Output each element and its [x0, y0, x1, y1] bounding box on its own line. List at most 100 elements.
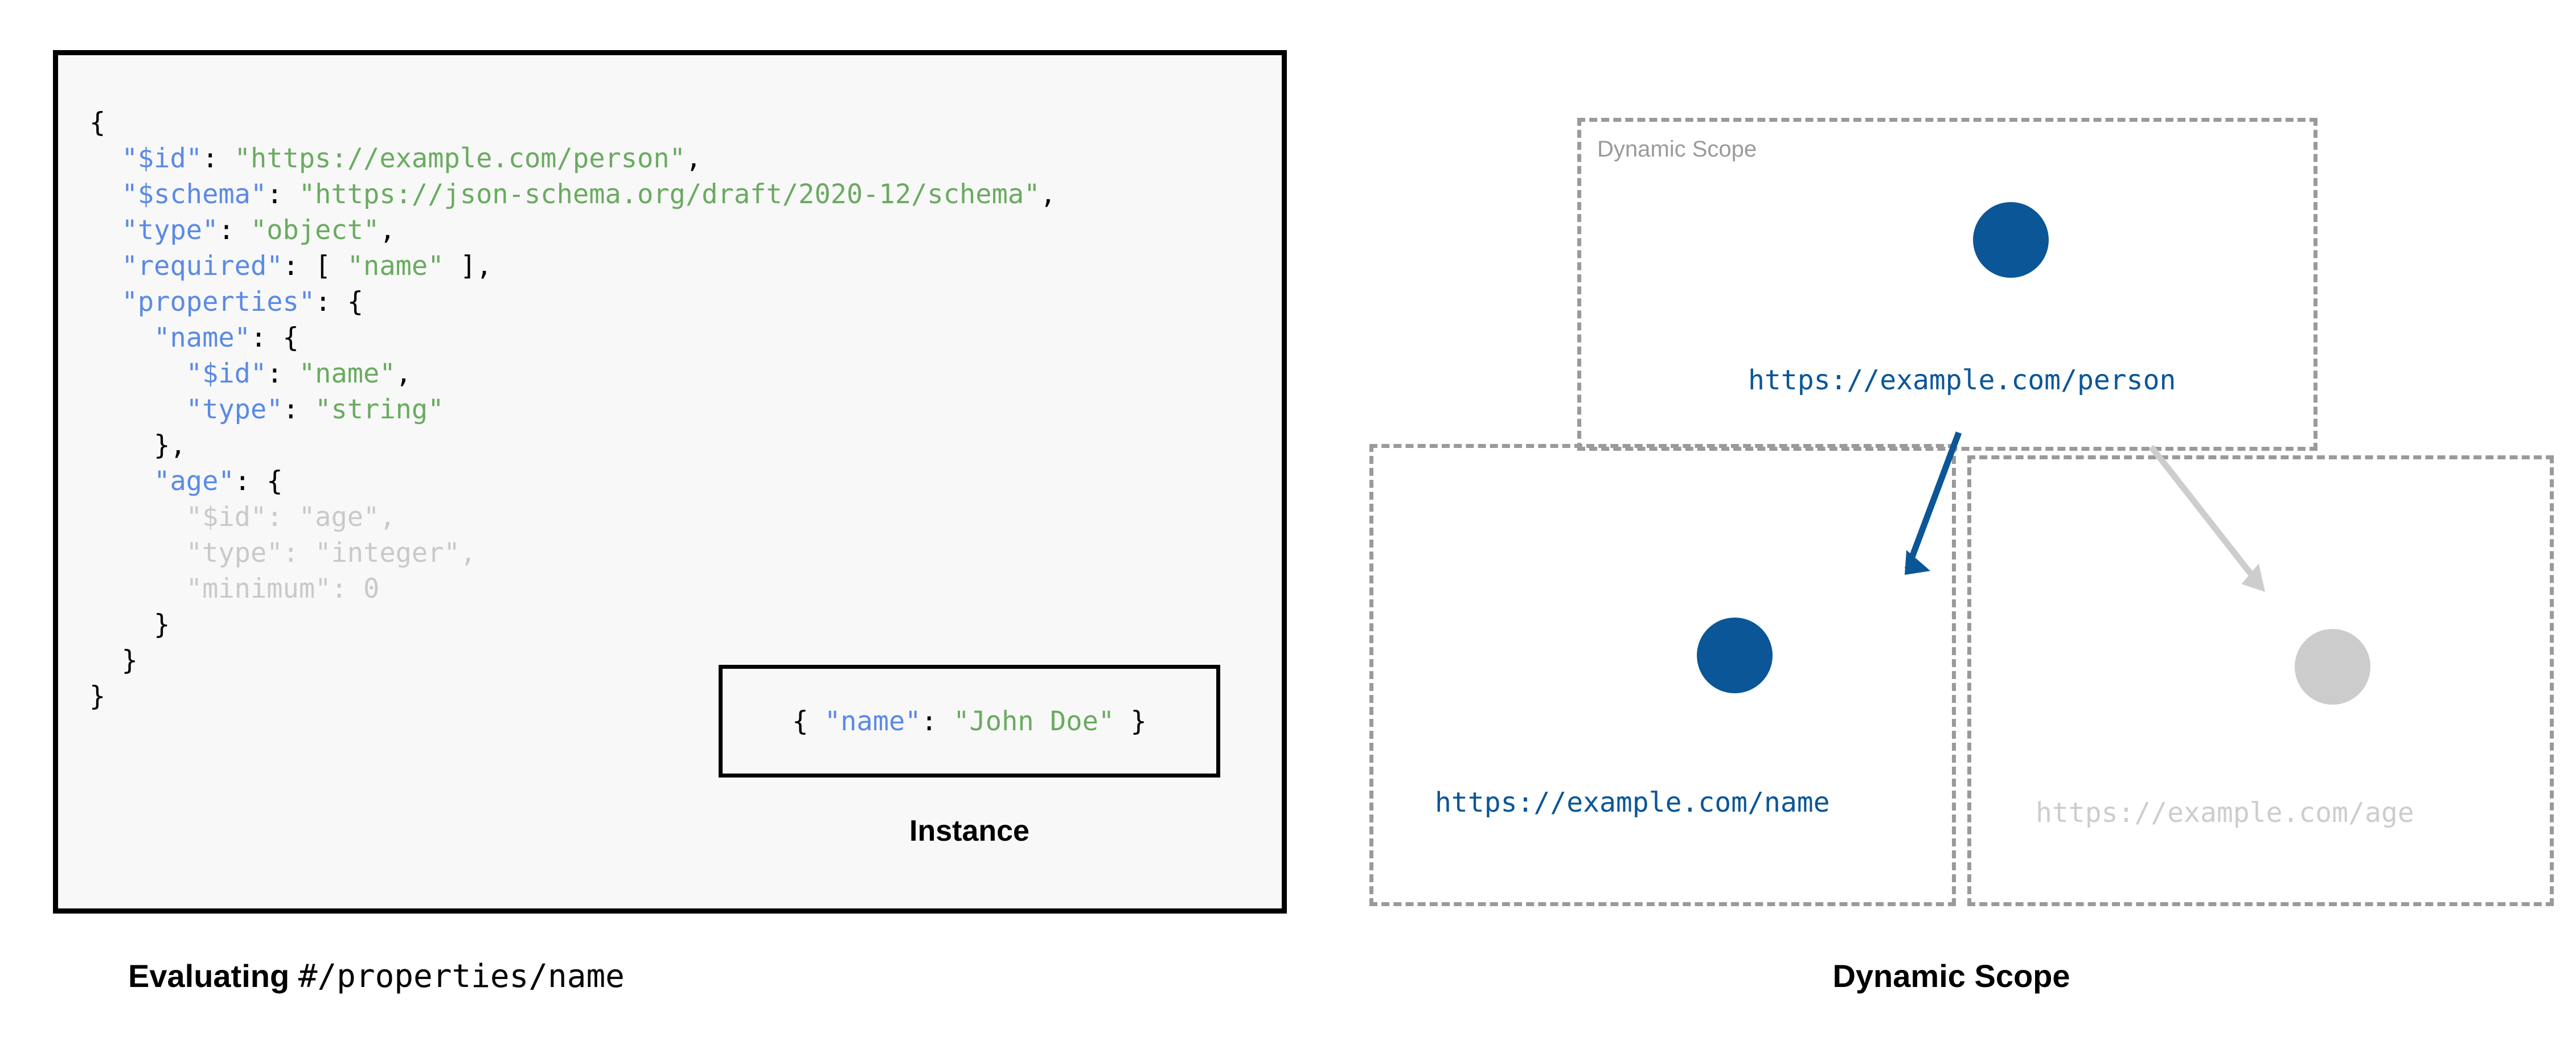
node-label-person: https://example.com/person	[1748, 364, 2176, 396]
code-token	[89, 179, 122, 210]
code-token: "string"	[315, 394, 444, 425]
code-token	[89, 143, 122, 174]
code-token	[89, 466, 154, 497]
code-token: : {	[315, 286, 364, 318]
code-token	[89, 250, 122, 282]
code-token: "minimum"	[186, 573, 331, 604]
code-token: "$id"	[186, 501, 267, 533]
code-line: "type": "integer",	[89, 535, 1056, 571]
code-line: }	[89, 643, 1056, 678]
code-token: "age"	[154, 466, 235, 497]
code-token: "required"	[121, 250, 283, 282]
evaluating-caption-pointer: #/properties/name	[298, 958, 625, 995]
code-token: "https://example.com/person"	[234, 143, 686, 174]
code-token: : {	[234, 466, 283, 497]
code-token	[89, 501, 186, 533]
code-token: }	[1114, 705, 1147, 737]
schema-panel: { "$id": "https://example.com/person", "…	[53, 50, 1287, 995]
code-token: "age"	[298, 501, 380, 533]
code-token: "object"	[250, 215, 380, 246]
node-label-name: https://example.com/name	[1435, 787, 1830, 818]
code-token: :	[331, 573, 364, 604]
code-token: "https://json-schema.org/draft/2020-12/s…	[298, 179, 1040, 210]
code-token: "properties"	[121, 286, 315, 318]
code-token: "name"	[298, 358, 396, 389]
code-token: :	[266, 358, 299, 389]
code-token: : [	[282, 250, 347, 282]
code-line: {	[89, 105, 1056, 141]
code-token	[89, 537, 186, 569]
code-token: "type"	[121, 215, 219, 246]
code-token	[89, 215, 122, 246]
code-line: }	[89, 678, 1056, 714]
instance-box: { "name": "John Doe" }	[719, 665, 1220, 778]
code-token	[89, 573, 186, 604]
code-token: :	[266, 179, 299, 210]
code-line: "$schema": "https://json-schema.org/draf…	[89, 176, 1056, 212]
code-line: "type": "object",	[89, 212, 1056, 248]
code-token: ],	[444, 250, 493, 282]
code-token: "$id"	[186, 358, 267, 389]
code-token: :	[282, 394, 315, 425]
code-line: "name": {	[89, 320, 1056, 356]
code-token: "name"	[824, 705, 921, 737]
code-token: }	[89, 645, 138, 676]
code-token: :	[282, 537, 315, 569]
code-token: "type"	[186, 394, 283, 425]
code-token: :	[921, 705, 954, 737]
code-line: },	[89, 427, 1056, 463]
code-line: "age": {	[89, 463, 1056, 499]
code-token: ,	[1040, 179, 1056, 210]
schema-code-text: { "$id": "https://example.com/person", "…	[89, 105, 1056, 714]
code-token	[89, 286, 122, 318]
code-token: :	[266, 501, 299, 533]
code-line: "required": [ "name" ],	[89, 248, 1056, 284]
scope-box-label: Dynamic Scope	[1597, 137, 1757, 162]
code-token: "John Doe"	[953, 705, 1115, 737]
node-label-age: https://example.com/age	[2036, 797, 2414, 829]
evaluating-caption-bold: Evaluating	[128, 958, 298, 994]
code-line: "$id": "name",	[89, 356, 1056, 392]
scope-box-name	[1369, 444, 1956, 906]
dynamic-scope-diagram: Dynamic Scope https://example.com/person…	[1327, 0, 2576, 1053]
code-line: "$id": "age",	[89, 499, 1056, 535]
schema-code-box: { "$id": "https://example.com/person", "…	[53, 50, 1287, 914]
code-token: }	[89, 681, 106, 712]
code-token	[89, 322, 154, 353]
code-token: ,	[685, 143, 702, 174]
code-token: :	[202, 143, 235, 174]
code-line: "type": "string"	[89, 392, 1056, 427]
code-token: "$id"	[121, 143, 203, 174]
evaluating-caption: Evaluating #/properties/name	[128, 957, 625, 995]
code-token: "name"	[154, 322, 251, 353]
node-circle-person	[1973, 202, 2049, 278]
code-token	[89, 394, 186, 425]
code-token: "$schema"	[121, 179, 267, 210]
code-token: ,	[379, 215, 396, 246]
code-token: 0	[363, 573, 380, 604]
code-token	[89, 358, 186, 389]
code-token: : {	[250, 322, 299, 353]
code-line: "$id": "https://example.com/person",	[89, 141, 1056, 176]
instance-caption: Instance	[909, 815, 1029, 848]
code-token: :	[218, 215, 251, 246]
code-token: {	[89, 107, 106, 138]
code-token: ,	[395, 358, 412, 389]
scope-box-age	[1967, 455, 2554, 906]
instance-code-text: { "name": "John Doe" }	[792, 706, 1147, 737]
code-token: }	[89, 609, 170, 640]
code-token: {	[792, 705, 825, 737]
code-token: ,	[460, 537, 477, 569]
code-token: "type"	[186, 537, 283, 569]
code-token: "integer"	[315, 537, 460, 569]
code-token: },	[89, 430, 186, 461]
code-token: ,	[379, 501, 396, 533]
code-line: "minimum": 0	[89, 571, 1056, 607]
code-line: "properties": {	[89, 284, 1056, 320]
dynamic-scope-caption: Dynamic Scope	[1832, 958, 2070, 994]
node-circle-age	[2295, 629, 2370, 705]
scope-box-person	[1577, 118, 2317, 451]
code-line: }	[89, 607, 1056, 643]
node-circle-name	[1697, 618, 1773, 693]
code-token: "name"	[347, 250, 444, 282]
